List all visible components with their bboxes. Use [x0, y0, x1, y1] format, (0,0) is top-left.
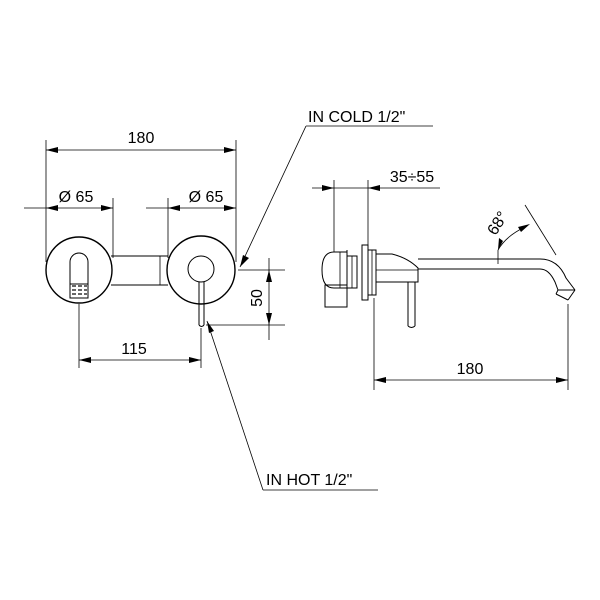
mixer-cartridge [187, 255, 215, 283]
wall-body [321, 250, 358, 308]
dim-spacing: 115 [78, 304, 202, 368]
side-view: 35÷55 180 68° [312, 169, 576, 390]
right-rosette [166, 235, 236, 305]
dim-dia-left-label: Ø 65 [59, 189, 94, 206]
dim-angle: 68° [485, 204, 557, 264]
side-flange [361, 244, 377, 301]
connecting-body [111, 255, 168, 286]
dim-dia-right: Ø 65 [146, 189, 236, 258]
side-spout [418, 258, 576, 301]
mixer-lever [198, 282, 205, 327]
dim-spout-length: 180 [373, 298, 569, 390]
dim-wall-range: 35÷55 [312, 169, 440, 252]
dim-angle-label: 68° [485, 209, 512, 239]
dim-front-width: 180 [45, 130, 237, 262]
dim-wall-range-label: 35÷55 [390, 169, 434, 186]
label-in-hot: IN HOT 1/2" [266, 472, 352, 489]
dim-dia-left: Ø 65 [24, 189, 114, 258]
label-in-cold: IN COLD 1/2" [308, 109, 405, 126]
dim-height: 50 [206, 258, 285, 340]
dim-front-width-label: 180 [128, 130, 155, 147]
side-lever [375, 253, 419, 328]
spout-outlet [69, 252, 89, 299]
dim-spacing-label: 115 [121, 341, 147, 358]
leader-in-hot: IN HOT 1/2" [206, 320, 378, 491]
front-view: 180 Ø 65 Ø 65 115 [24, 109, 433, 491]
dim-dia-right-label: Ø 65 [189, 189, 224, 206]
dim-spout-length-label: 180 [457, 361, 484, 378]
leader-in-cold: IN COLD 1/2" [239, 109, 433, 268]
left-rosette [45, 236, 113, 304]
dim-height-label: 50 [249, 289, 266, 307]
